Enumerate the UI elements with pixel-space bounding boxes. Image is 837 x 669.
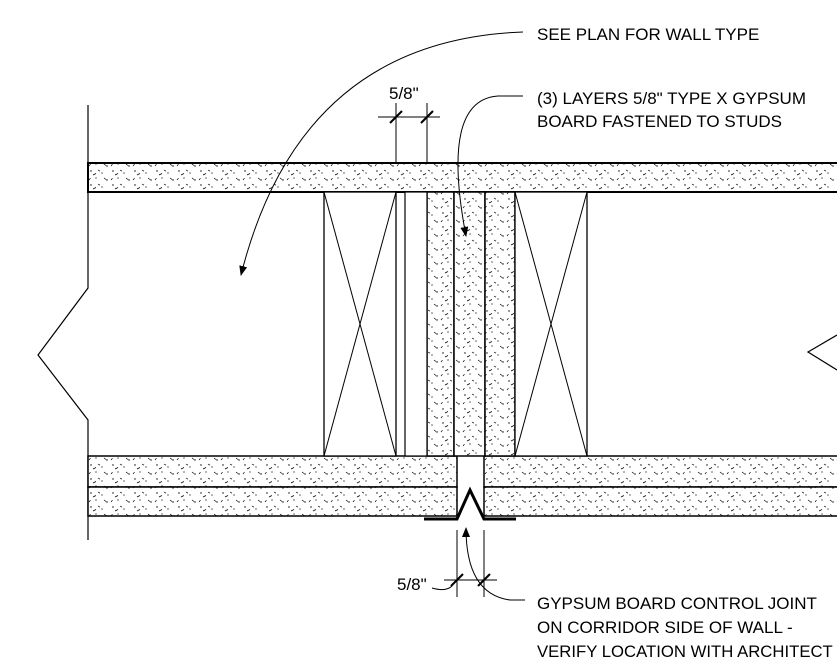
top-gypsum-layer — [87, 162, 837, 193]
bottom-gypsum-layer-inner-left — [87, 455, 458, 488]
callout-control-joint-line2: ON CORRIDOR SIDE OF WALL - — [537, 618, 793, 637]
bottom-gypsum-layer-outer-left — [87, 486, 458, 517]
leader-control-joint — [462, 527, 525, 601]
control-joint-bead — [424, 486, 516, 521]
callout-wall-type: SEE PLAN FOR WALL TYPE — [537, 25, 759, 44]
callout-control-joint-line1: GYPSUM BOARD CONTROL JOINT — [537, 594, 817, 613]
callout-gypsum-layers-line1: (3) LAYERS 5/8" TYPE X GYPSUM — [537, 89, 806, 108]
bottom-gypsum-layer-outer-right — [483, 486, 837, 517]
bottom-gypsum-layer-inner-right — [483, 455, 837, 488]
right-break-line — [806, 334, 837, 371]
vertical-gypsum-layer-center — [453, 191, 486, 457]
callout-gypsum-layers-line2: BOARD FASTENED TO STUDS — [537, 112, 782, 131]
leader-gypsum-layers — [457, 95, 523, 237]
bottom-dimension-label: 5/8" — [397, 575, 427, 594]
top-dimension — [378, 103, 440, 163]
stud-track-channel — [404, 191, 428, 457]
leader-wall-type — [239, 31, 524, 276]
callout-control-joint-line3: VERIFY LOCATION WITH ARCHITECT — [537, 642, 833, 661]
vertical-gypsum-layer-right — [484, 191, 516, 457]
bottom-dimension — [431, 530, 497, 597]
stud-right — [514, 191, 588, 457]
vertical-gypsum-layer-left — [426, 191, 455, 457]
top-dimension-label: 5/8" — [389, 84, 419, 103]
stud-left — [323, 191, 397, 457]
left-break-line — [37, 105, 89, 540]
